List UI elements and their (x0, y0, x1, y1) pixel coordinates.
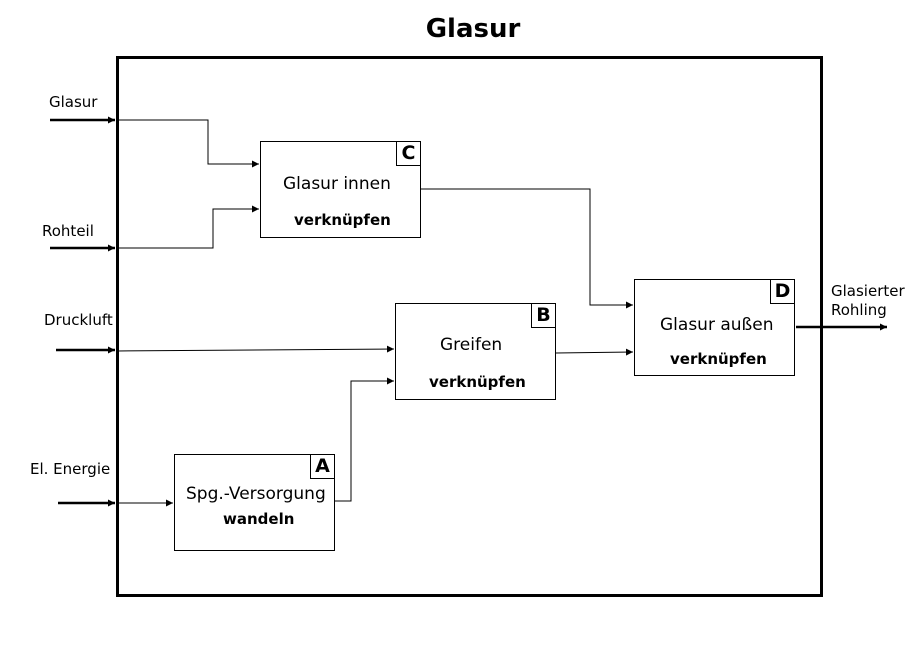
block-d-letter: D (770, 280, 794, 304)
input-label-glasur: Glasur (49, 93, 98, 111)
wire-b-to-d (555, 348, 634, 356)
block-c-name: Glasur innen (283, 174, 391, 194)
block-a: A Spg.-Versorgung wandeln (174, 454, 335, 551)
input-label-rohteil: Rohteil (42, 222, 94, 240)
block-b-name: Greifen (440, 335, 503, 355)
wire-c-to-d (421, 188, 633, 309)
block-b-verb: verknüpfen (429, 373, 526, 391)
input-label-druckluft: Druckluft (44, 311, 113, 329)
wire-a-to-b (335, 377, 394, 502)
output-label-line2: Rohling (831, 301, 887, 319)
block-c: C Glasur innen verknüpfen (260, 141, 421, 238)
block-b-letter: B (531, 304, 555, 328)
wire-glasur-to-c (117, 119, 259, 168)
block-a-letter: A (310, 455, 334, 479)
diagram-title: Glasur (425, 14, 521, 44)
block-d-name: Glasur außen (660, 315, 774, 335)
block-d: D Glasur außen verknüpfen (634, 279, 795, 376)
block-a-name: Spg.-Versorgung (186, 484, 326, 504)
output-label: Glasierter Rohling (831, 282, 905, 320)
block-d-verb: verknüpfen (670, 350, 767, 368)
wire-rohteil-to-c (117, 205, 259, 249)
block-b: B Greifen verknüpfen (395, 303, 556, 400)
block-a-verb: wandeln (223, 510, 295, 528)
block-c-letter: C (396, 142, 420, 166)
output-label-line1: Glasierter (831, 282, 905, 300)
input-label-energie: El. Energie (30, 460, 111, 478)
wire-druckluft-to-b (116, 345, 395, 353)
block-c-verb: verknüpfen (294, 211, 391, 229)
